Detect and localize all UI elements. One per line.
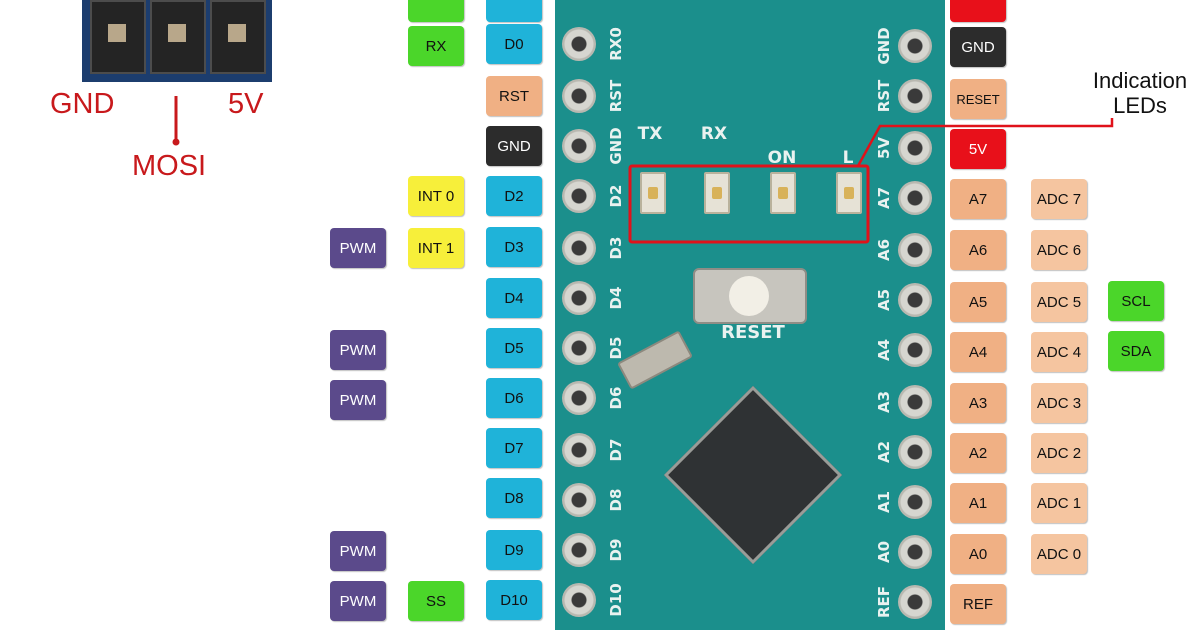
- reset-button-component: [693, 268, 807, 324]
- right-pin-pad: [898, 181, 932, 215]
- pin-tag-a4: A4: [950, 332, 1006, 372]
- left-pin-pad: [562, 179, 596, 213]
- indication-leds-label: Indication LEDs: [1082, 68, 1198, 119]
- indication-label-line1: Indication: [1092, 68, 1188, 93]
- right-pin-pad: [898, 333, 932, 367]
- left-pin-pad: [562, 79, 596, 113]
- pin-tag-d8: D8: [486, 478, 542, 518]
- pin-tag-adc1: ADC 1: [1031, 483, 1087, 523]
- pin-tag-adc7: ADC 7: [1031, 179, 1087, 219]
- 5v-label: 5V: [228, 88, 264, 120]
- led-highlight-box: [628, 164, 870, 244]
- pin-tag-pwm-d3: PWM: [330, 228, 386, 268]
- pin-tag-pwm-d10: PWM: [330, 581, 386, 621]
- tx-led: [640, 172, 666, 214]
- l-led: [836, 172, 862, 214]
- pin-tag-adc5: ADC 5: [1031, 282, 1087, 322]
- led-label-on: ON: [767, 148, 797, 168]
- right-pin-pad: [898, 435, 932, 469]
- pin-tag-pwm-d9: PWM: [330, 531, 386, 571]
- pin-tag-adc6: ADC 6: [1031, 230, 1087, 270]
- pin-tag-a0: A0: [950, 534, 1006, 574]
- right-pin-pad: [898, 485, 932, 519]
- right-pin-pad: [898, 233, 932, 267]
- pin-tag-a2: A2: [950, 433, 1006, 473]
- pin-tag-d5: D5: [486, 328, 542, 368]
- left-pin-pad: [562, 483, 596, 517]
- left-pin-pad: [562, 381, 596, 415]
- header-pin: [210, 0, 266, 74]
- isp-header-photo: [82, 0, 272, 82]
- pin-tag-ref: REF: [950, 584, 1006, 624]
- pin-tag-adc3: ADC 3: [1031, 383, 1087, 423]
- pin-tag-pwm-d6: PWM: [330, 380, 386, 420]
- pin-tag-sda: SDA: [1108, 331, 1164, 371]
- pin-tag-a7: A7: [950, 179, 1006, 219]
- pin-tag-a3: A3: [950, 383, 1006, 423]
- led-leader-line: [856, 118, 1114, 167]
- led-label-tx: TX: [637, 124, 663, 144]
- left-pin-pad: [562, 27, 596, 61]
- left-pin-pad: [562, 433, 596, 467]
- pin-tag-d6: D6: [486, 378, 542, 418]
- pin-tag-rx: RX: [408, 26, 464, 66]
- right-pin-pad: [898, 131, 932, 165]
- pin-tag-tx-partial: [408, 0, 464, 22]
- pin-tag-gnd-left: GND: [486, 126, 542, 166]
- pin-tag-d4: D4: [486, 278, 542, 318]
- pin-tag-adc4: ADC 4: [1031, 332, 1087, 372]
- pin-tag-int1: INT 1: [408, 228, 464, 268]
- pin-tag-int0: INT 0: [408, 176, 464, 216]
- pin-tag-d9: D9: [486, 530, 542, 570]
- pin-tag-a1: A1: [950, 483, 1006, 523]
- right-pin-pad: [898, 585, 932, 619]
- right-pin-pad: [898, 283, 932, 317]
- rx-led: [704, 172, 730, 214]
- pin-tag-5v: 5V: [950, 129, 1006, 169]
- left-pin-pad: [562, 281, 596, 315]
- pin-tag-d2: D2: [486, 176, 542, 216]
- pin-tag-gnd-right: GND: [950, 27, 1006, 67]
- pin-tag-ss: SS: [408, 581, 464, 621]
- led-label-l: L: [842, 148, 854, 168]
- pin-tag-a5: A5: [950, 282, 1006, 322]
- led-label-rx: RX: [700, 124, 728, 144]
- right-pin-pad: [898, 29, 932, 63]
- left-pin-pad: [562, 583, 596, 617]
- pin-tag-vin-partial: [950, 0, 1006, 22]
- pin-tag-d1-partial: [486, 0, 542, 22]
- right-pin-pad: [898, 535, 932, 569]
- pin-tag-adc2: ADC 2: [1031, 433, 1087, 473]
- pin-tag-rst: RST: [486, 76, 542, 116]
- pin-tag-d3: D3: [486, 227, 542, 267]
- pin-tag-pwm-d5: PWM: [330, 330, 386, 370]
- right-pin-pad: [898, 385, 932, 419]
- left-pin-pad: [562, 331, 596, 365]
- pin-tag-reset-right: RESET: [950, 79, 1006, 119]
- left-pin-pad: [562, 533, 596, 567]
- pin-tag-d10: D10: [486, 580, 542, 620]
- pin-tag-d7: D7: [486, 428, 542, 468]
- header-pin: [150, 0, 206, 74]
- pin-tag-scl: SCL: [1108, 281, 1164, 321]
- right-pin-pad: [898, 79, 932, 113]
- mosi-label: MOSI: [132, 150, 207, 182]
- on-led: [770, 172, 796, 214]
- indication-label-line2: LEDs: [1113, 93, 1167, 119]
- header-pin: [90, 0, 146, 74]
- left-pin-pad: [562, 129, 596, 163]
- pin-tag-d0: D0: [486, 24, 542, 64]
- pin-tag-adc0: ADC 0: [1031, 534, 1087, 574]
- mosi-leader-dot: [172, 138, 180, 146]
- pin-tag-a6: A6: [950, 230, 1006, 270]
- reset-silkscreen: RESET: [721, 322, 785, 343]
- left-pin-pad: [562, 231, 596, 265]
- gnd-label: GND: [50, 88, 115, 120]
